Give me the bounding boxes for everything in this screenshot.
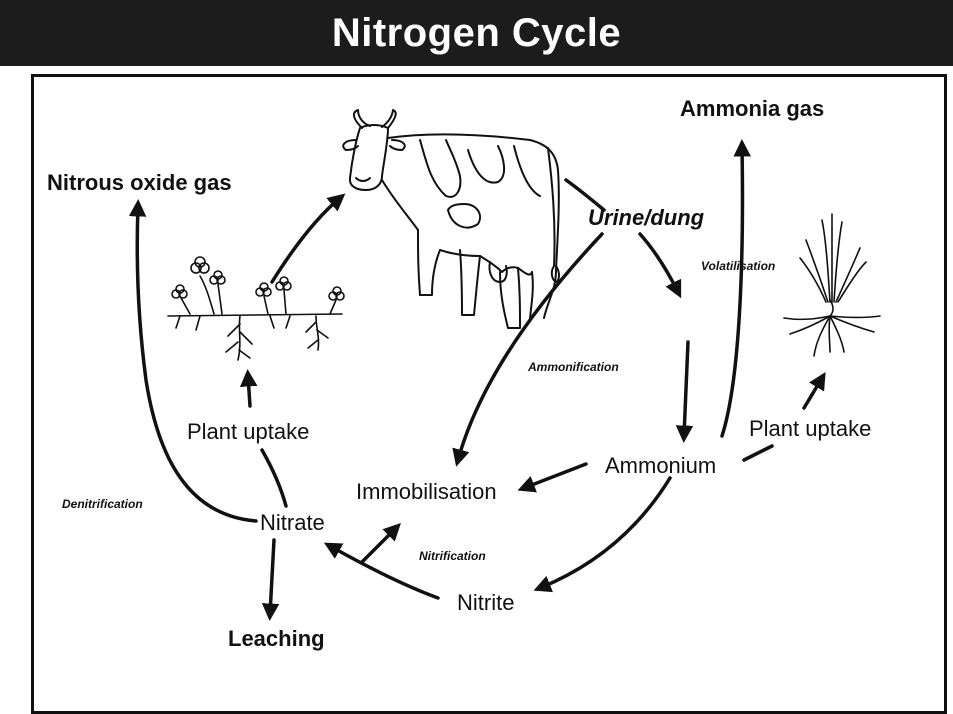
cow-illustration — [343, 110, 559, 328]
grass-plant-illustration — [784, 214, 880, 356]
arrow-ammonium-to-nitrite — [540, 478, 670, 588]
immobilisation-label: Immobilisation — [356, 481, 497, 503]
denitrification-label: Denitrification — [62, 498, 143, 510]
nitrite-label: Nitrite — [457, 592, 514, 614]
ammonification-label: Ammonification — [528, 361, 619, 373]
arrow-plant-uptake-to-plants — [248, 376, 250, 406]
arrow-plants-to-cow — [272, 198, 340, 282]
urine-dung-label: Urine/dung — [588, 207, 704, 229]
ammonia-gas-label: Ammonia gas — [680, 98, 824, 120]
nitrate-label: Nitrate — [260, 512, 325, 534]
arrow-leaching — [270, 540, 274, 614]
leaching-label: Leaching — [228, 628, 325, 650]
volatilisation-label: Volatilisation — [701, 260, 775, 272]
arrow-to-immobilisation — [362, 528, 396, 562]
arrow-ammonium-to-immobilisation — [524, 464, 586, 488]
arrow-urine-to-ammonium — [640, 234, 678, 292]
arrow-plant-uptake-up — [804, 378, 822, 408]
arrow-down-to-ammonium — [684, 342, 688, 436]
ammonium-label: Ammonium — [605, 455, 716, 477]
clover-plant-illustration — [168, 257, 344, 360]
arrow-volatilisation — [722, 146, 742, 436]
arrow-denitrification — [137, 206, 256, 521]
arrow-ammonium-plant-uptake — [744, 446, 772, 460]
arrow-nitrate-plant-uptake — [262, 450, 286, 506]
nitrous-oxide-gas-label: Nitrous oxide gas — [47, 172, 232, 194]
plant-uptake-right-label: Plant uptake — [749, 418, 871, 440]
plant-uptake-left-label: Plant uptake — [187, 421, 309, 443]
nitrification-label: Nitrification — [419, 550, 486, 562]
